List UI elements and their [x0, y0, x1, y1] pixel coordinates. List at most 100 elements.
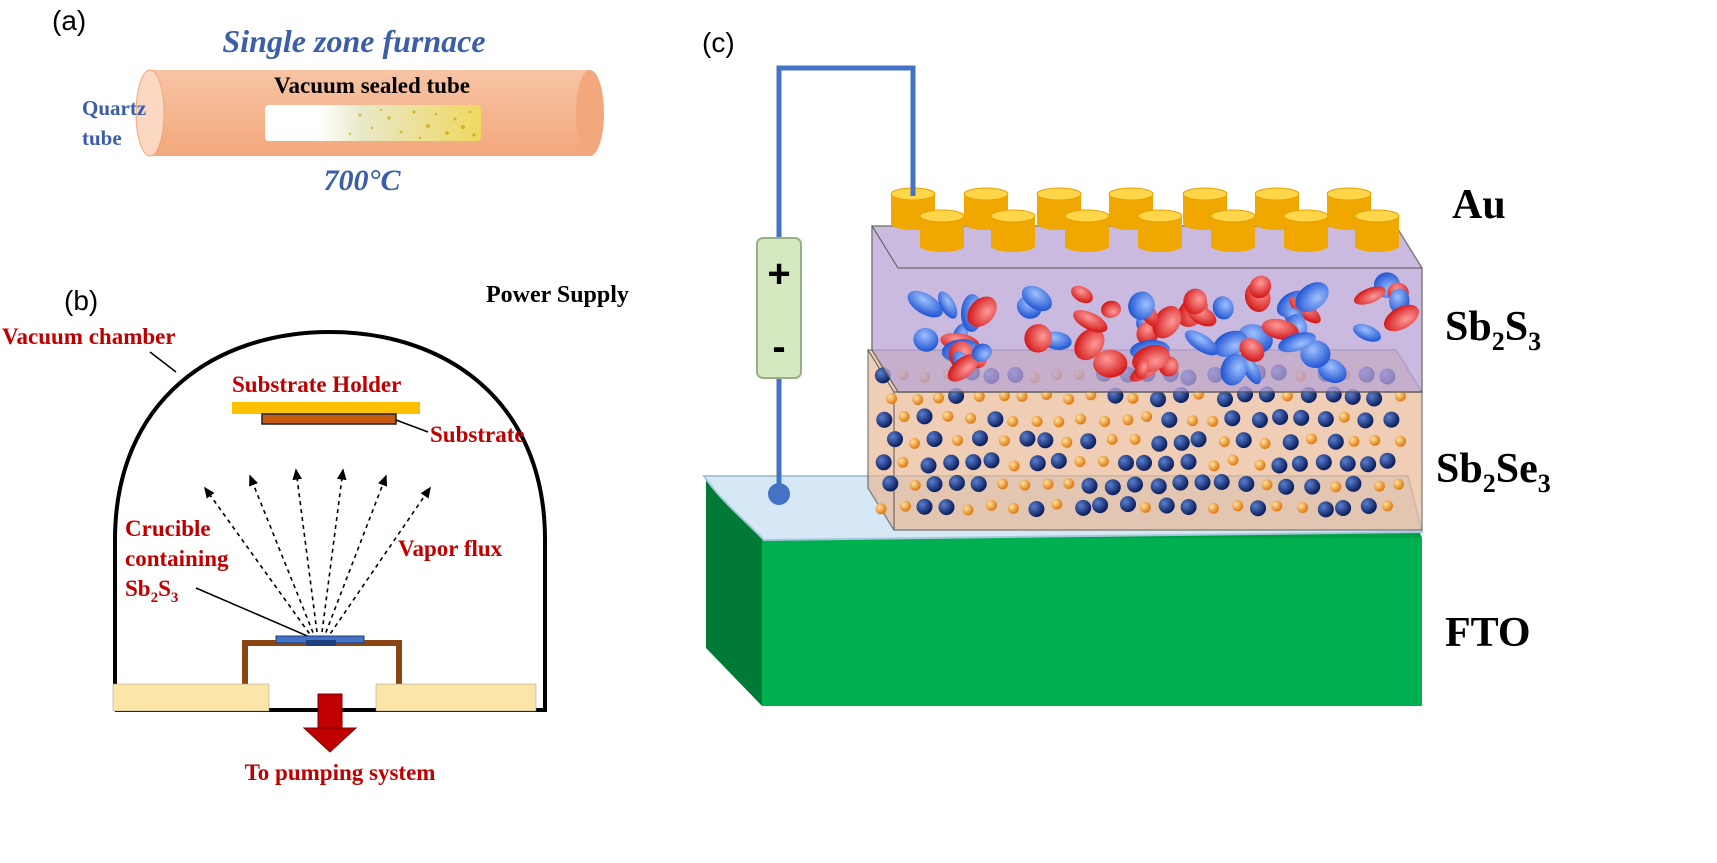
antimony-atom [1016, 390, 1028, 402]
selenium-atom [1291, 455, 1308, 472]
antimony-atom [942, 410, 954, 422]
selenium-atom [1315, 454, 1332, 471]
sb2s3-label: Sb2S3 [1445, 304, 1541, 356]
selenium-atom [1028, 501, 1045, 517]
selenium-atom [1278, 478, 1295, 495]
selenium-atom [1081, 477, 1098, 494]
selenium-atom [1335, 500, 1352, 516]
sb2s3-layer [871, 225, 1423, 393]
antimony-grain [947, 354, 979, 382]
au-contact [919, 209, 965, 252]
antimony-atom [952, 434, 963, 446]
antimony-atom [1373, 480, 1385, 492]
panel-c-letter: (c) [702, 27, 735, 58]
selenium-atom [1136, 454, 1152, 471]
selenium-atom [1317, 411, 1334, 428]
sb2se3-layer [867, 349, 1423, 531]
selenium-atom [1075, 499, 1092, 516]
antimony-atom [1075, 413, 1086, 425]
antimony-atom [1031, 415, 1043, 427]
crucible-label-line1: Crucible [125, 516, 211, 541]
antimony-atom [898, 411, 910, 422]
antimony-atom [1259, 438, 1271, 449]
pumping-label: To pumping system [245, 760, 436, 785]
substrate-holder [232, 402, 420, 414]
antimony-atom [1129, 433, 1141, 445]
sulfur-grain [1213, 330, 1248, 358]
selenium-atom [983, 452, 1000, 469]
selenium-atom [926, 431, 943, 447]
antimony-atom [1394, 390, 1406, 402]
wire-contact-dot [768, 483, 790, 505]
antimony-atom [1338, 411, 1350, 423]
panel-c: (c) Power Supply [486, 27, 1551, 706]
vapor-flux-arrows [204, 468, 431, 641]
sulfur-grain [938, 291, 958, 319]
antimony-atom [1218, 436, 1230, 447]
antimony-atom [1207, 502, 1219, 514]
selenium-atom [1360, 498, 1377, 514]
au-label: Au [1452, 182, 1506, 228]
sulfur-grain [1021, 285, 1052, 312]
selenium-atom [1213, 474, 1230, 490]
antimony-grain [1183, 288, 1208, 315]
antimony-atom [909, 437, 920, 449]
au-contact [1137, 209, 1183, 252]
crucible-label-line3: Sb2S3 [125, 576, 178, 606]
selenium-atom [1293, 409, 1310, 426]
antimony-atom [965, 412, 977, 424]
antimony-atom [986, 499, 997, 511]
antimony-grain [1383, 304, 1420, 332]
selenium-atom [1379, 452, 1396, 469]
vapor-flux-label: Vapor flux [398, 536, 503, 561]
antimony-atom [1008, 460, 1020, 472]
antimony-grain [1074, 328, 1105, 361]
selenium-atom [1118, 454, 1134, 471]
antimony-atom [998, 435, 1010, 447]
antimony-atom [897, 456, 909, 468]
au-contact [1283, 209, 1329, 252]
selenium-atom [1190, 431, 1207, 448]
selenium-atom [1339, 455, 1356, 472]
temperature-label: 700°C [323, 164, 401, 197]
panel-a: (a) Single zone furnace Quartz tube Vacu… [52, 5, 604, 197]
sulfur-grain [1128, 291, 1155, 320]
antimony-atom [912, 394, 924, 406]
antimony-atom [1281, 390, 1293, 402]
selenium-atom [1080, 433, 1097, 450]
selenium-atom [1150, 478, 1167, 495]
antimony-atom [1348, 435, 1360, 447]
selenium-atom [1327, 433, 1344, 450]
selenium-atom [943, 454, 960, 471]
circuit: + - [756, 65, 916, 505]
antimony-atom [1007, 502, 1019, 514]
antimony-atom [1207, 415, 1219, 427]
antimony-atom [1271, 500, 1283, 512]
fto-label: FTO [1445, 610, 1531, 656]
vacuum-chamber-pointer [149, 351, 177, 373]
selenium-atom [1120, 496, 1136, 513]
substrate-label: Substrate [430, 422, 525, 447]
sulfur-grain [1212, 296, 1234, 320]
vacuum-chamber-label: Vacuum chamber [2, 324, 176, 349]
antimony-atom [1074, 456, 1086, 467]
antimony-grain [1239, 338, 1265, 362]
crucible-pointer [195, 587, 313, 639]
antimony-atom [933, 392, 944, 404]
antimony-atom [1051, 498, 1063, 510]
selenium-atom [1251, 412, 1268, 428]
antimony-grain [967, 296, 997, 327]
antimony-atom [1097, 455, 1109, 467]
sulfur-grain [1295, 282, 1329, 313]
selenium-atom [1029, 455, 1046, 472]
selenium-atom [972, 430, 988, 447]
antimony-atom [1306, 433, 1317, 445]
antimony-atom [1261, 479, 1273, 491]
vacuum-sealed-tube-label: Vacuum sealed tube [274, 73, 470, 98]
battery-plus: + [767, 252, 790, 296]
chamber-base-right [375, 683, 537, 712]
au-contact [1064, 209, 1110, 252]
selenium-atom [882, 475, 899, 492]
antimony-grain [1249, 275, 1272, 299]
